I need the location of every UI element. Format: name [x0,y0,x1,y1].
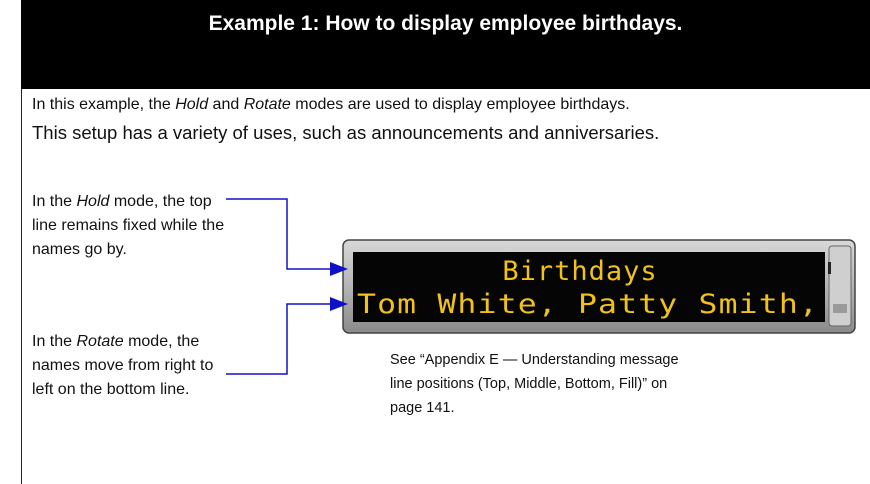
intro-line-1: In this example, the Hold and Rotate mod… [32,96,630,114]
rotate-term: Rotate [243,96,291,113]
intro-text: and [208,96,244,113]
hold-term: Hold [175,96,209,113]
intro-text: modes are used to display employee birth… [290,96,630,113]
note-text: mode, the names move from right to left … [32,333,214,398]
intro-text: In this example, the [32,96,176,113]
note-text: In the [32,193,77,210]
header-bar: Example 1: How to display employee birth… [21,0,870,89]
hold-term: Hold [76,193,110,210]
appendix-reference-note: See “Appendix E — Understanding message … [390,352,679,416]
rotate-mode-note: In the Rotate mode, the names move from … [32,330,232,402]
note-text: In the [32,333,77,350]
intro-line-2: This setup has a variety of uses, such a… [32,122,660,143]
rotate-term: Rotate [76,333,124,350]
page-title: Example 1: How to display employee birth… [208,12,683,35]
hold-mode-note: In the Hold mode, the top line remains f… [32,190,232,262]
page-frame [21,0,870,484]
note-text: mode, the top line remains fixed while t… [32,193,225,258]
